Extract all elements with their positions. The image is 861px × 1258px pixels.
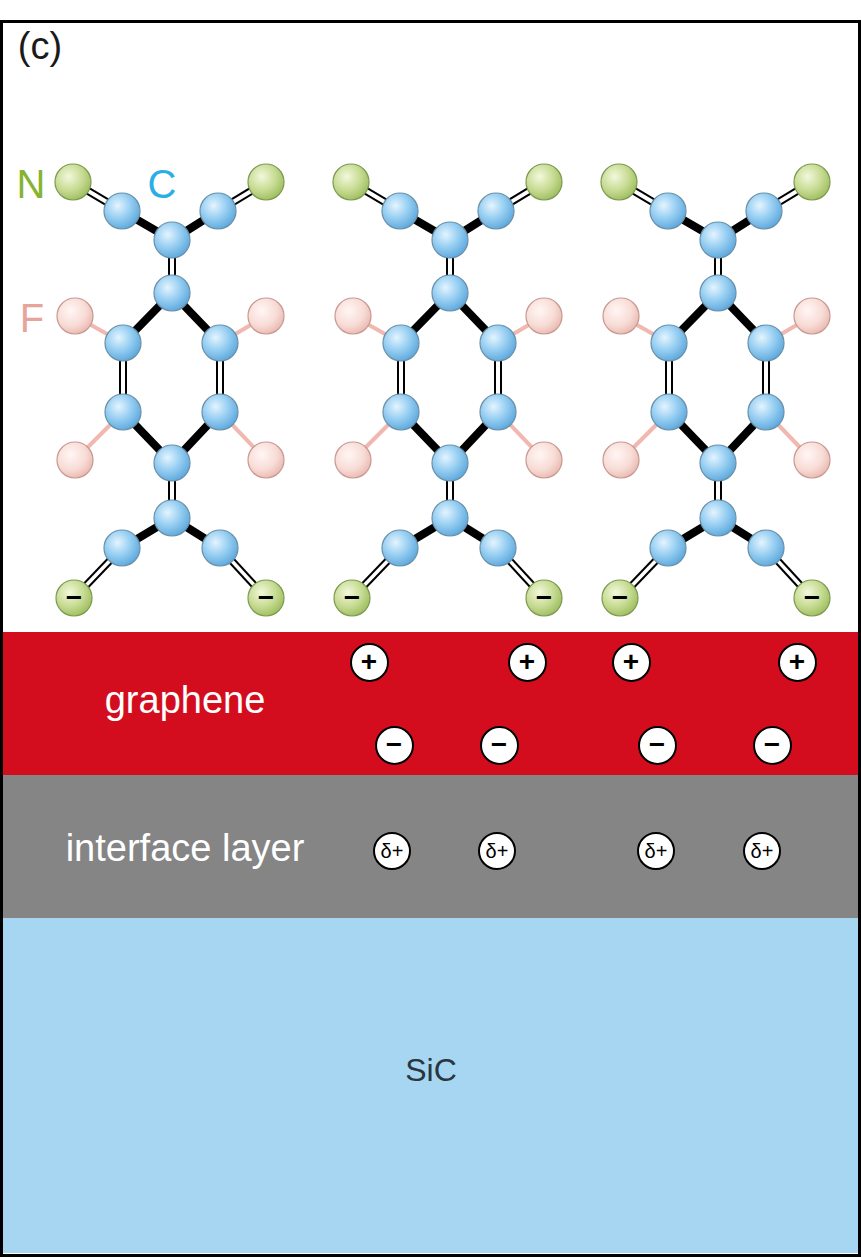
interface-layer-band: interface layer δ+ δ+ δ+ δ+ (3, 775, 858, 918)
charge-sign: − (804, 584, 820, 612)
charge-circle: δ+ (743, 832, 781, 870)
charge-symbol: δ+ (645, 841, 668, 861)
charge-circle: + (508, 643, 547, 682)
charge-symbol: − (386, 731, 402, 759)
charge-symbol: + (789, 648, 805, 676)
charge-circle: + (350, 643, 389, 682)
charge-sign: − (258, 584, 274, 612)
substrate-band: SiC (3, 918, 858, 1253)
charge-sign: − (66, 584, 82, 612)
charge-circle: − (375, 726, 414, 765)
charge-circle: − (753, 726, 792, 765)
charge-symbol: − (649, 731, 665, 759)
charge-symbol: δ+ (486, 841, 509, 861)
band-label: interface layer (66, 829, 305, 867)
charge-symbol: + (623, 648, 639, 676)
panel-label: (c) (18, 27, 62, 65)
charge-circle: − (480, 726, 519, 765)
atom-label: F (20, 298, 44, 338)
charge-sign: − (612, 584, 628, 612)
band-label: SiC (405, 1054, 457, 1086)
charge-sign: − (536, 584, 552, 612)
charge-circle: δ+ (373, 832, 411, 870)
atom-label: C (148, 164, 177, 204)
charge-symbol: + (519, 648, 535, 676)
atom-label: N (17, 164, 46, 204)
charge-sign: − (344, 584, 360, 612)
charge-circle: + (778, 643, 817, 682)
charge-symbol: − (764, 731, 780, 759)
charge-symbol: + (361, 648, 377, 676)
graphene-band: graphene + + + + − − − − (3, 632, 858, 775)
charge-circle: + (612, 643, 651, 682)
charge-circle: δ+ (478, 832, 516, 870)
charge-circle: − (638, 726, 677, 765)
charge-symbol: − (491, 731, 507, 759)
charge-circle: δ+ (637, 832, 675, 870)
charge-symbol: δ+ (751, 841, 774, 861)
charge-symbol: δ+ (381, 841, 404, 861)
band-label: graphene (105, 681, 266, 719)
